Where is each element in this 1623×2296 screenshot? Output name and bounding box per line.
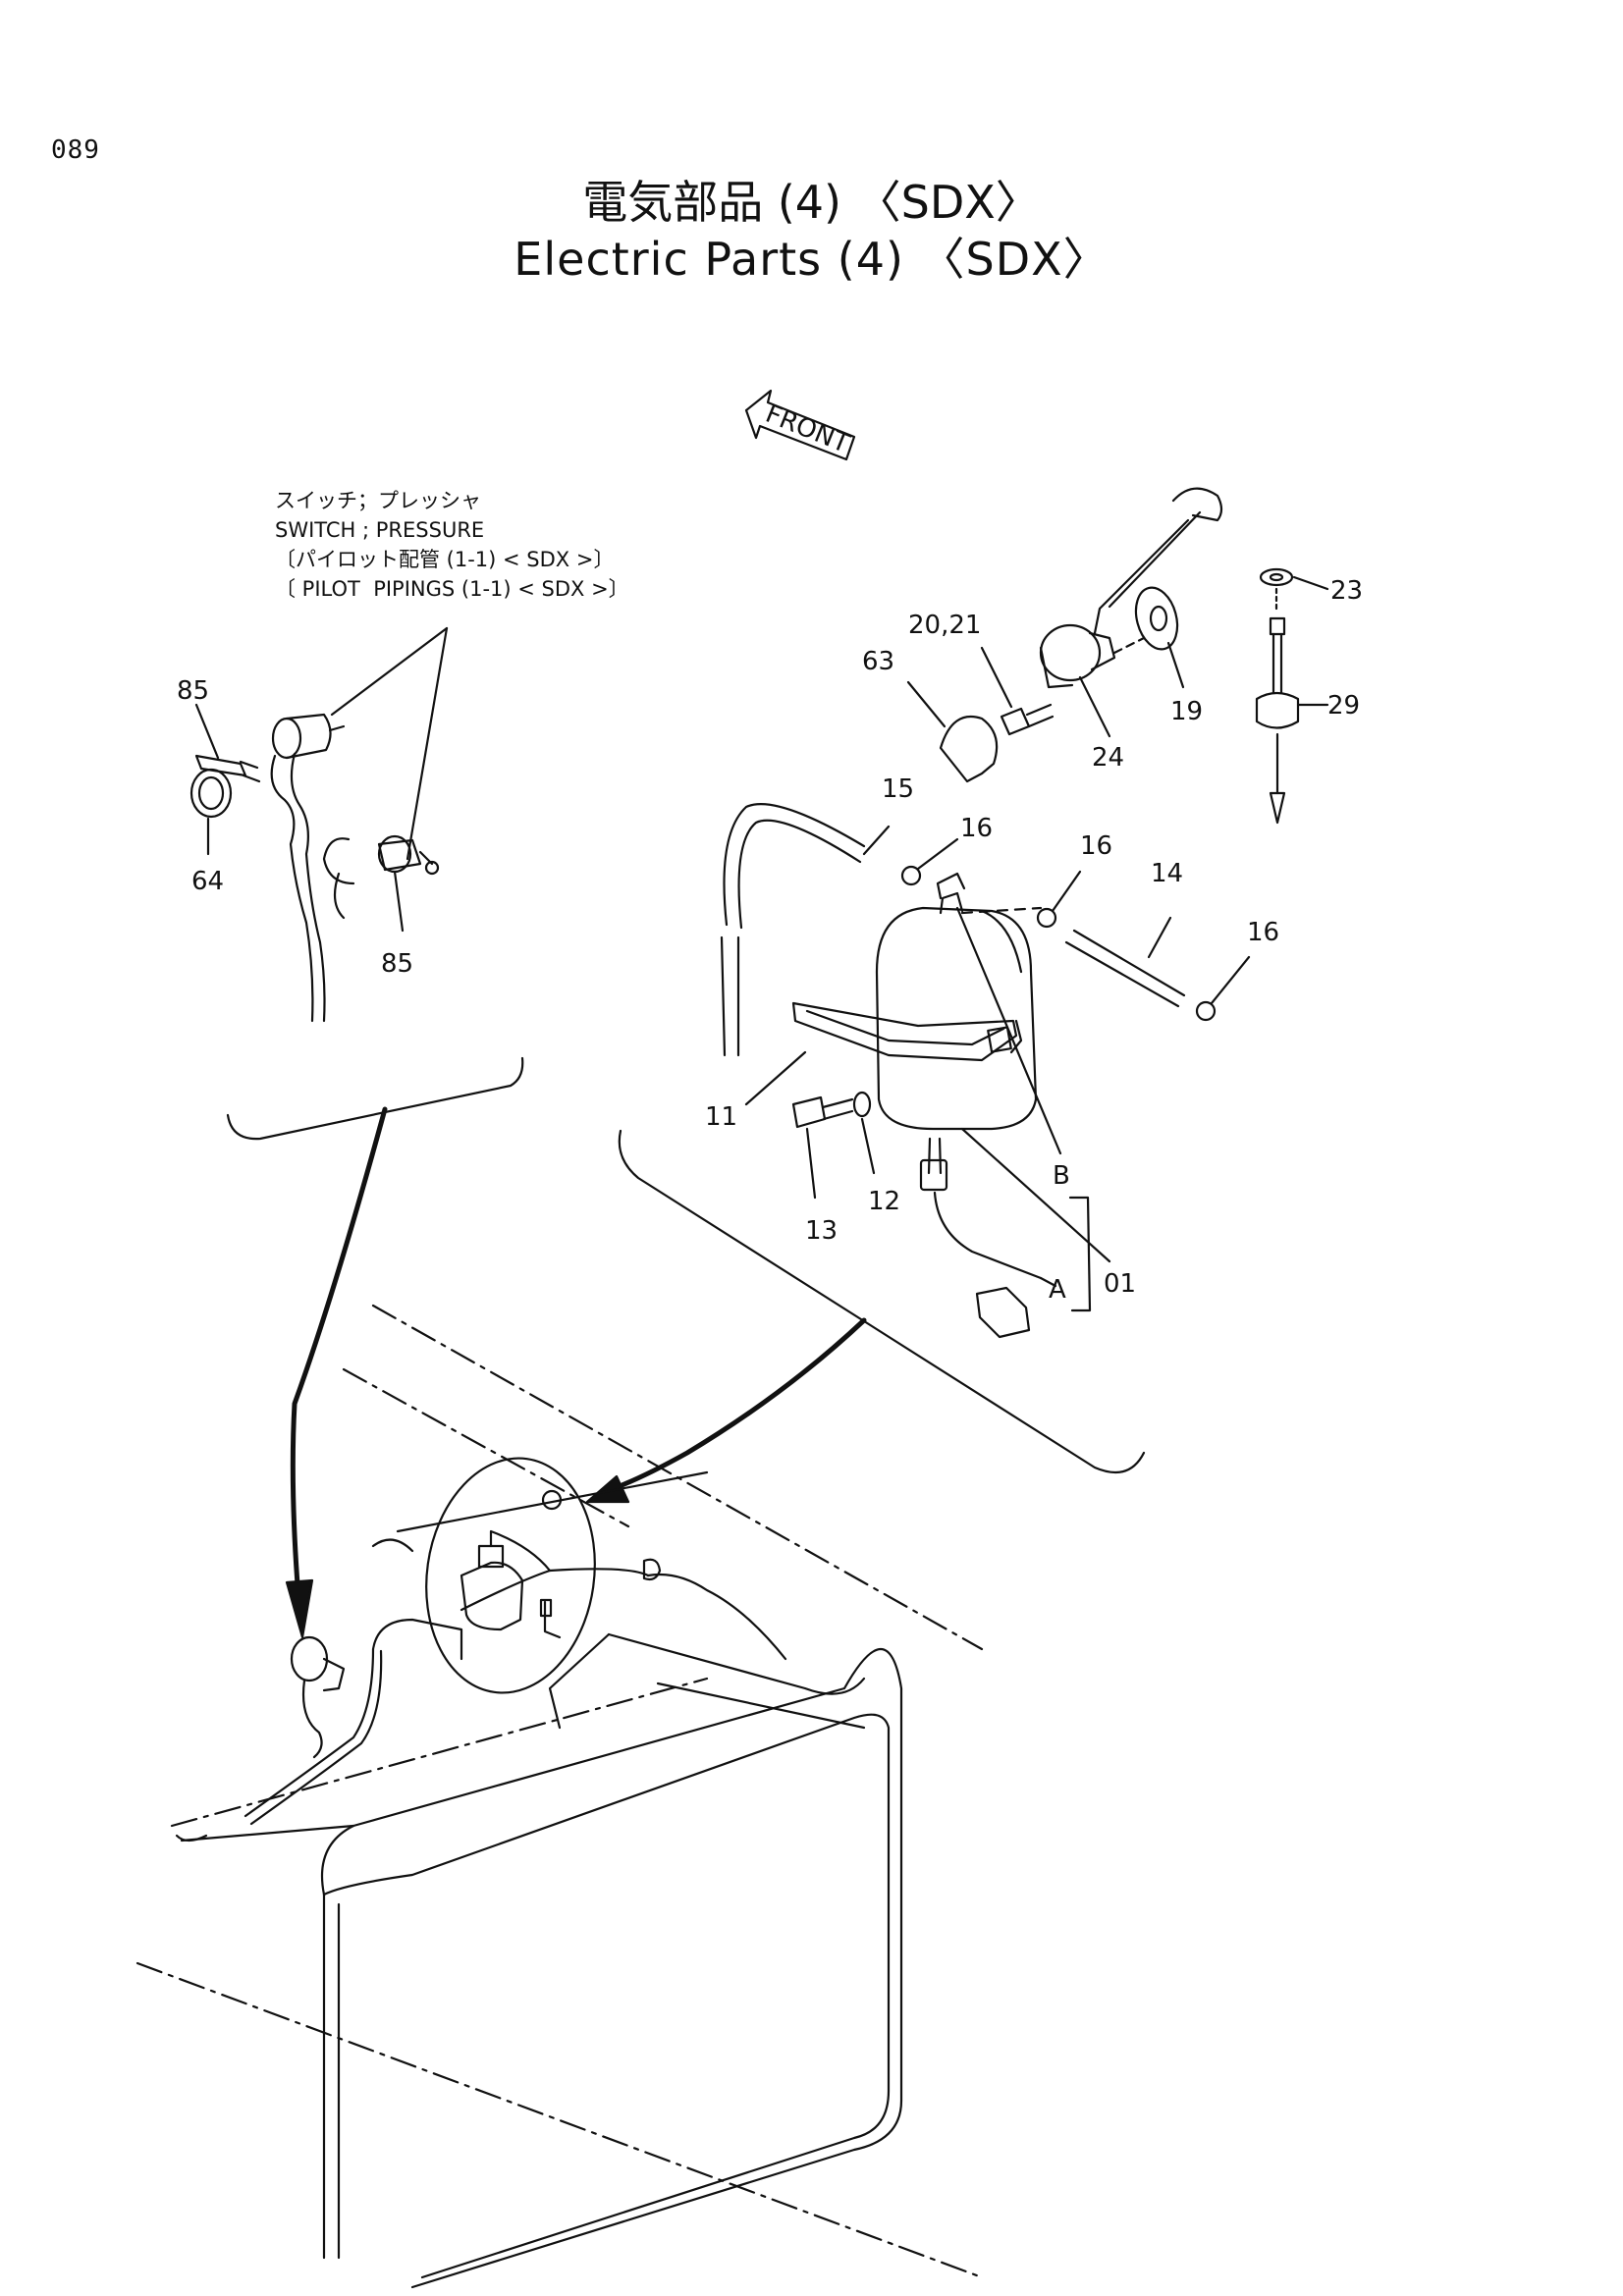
machine-body [135, 1304, 984, 2289]
label-14: 14 [1151, 859, 1183, 888]
label-23: 23 [1330, 576, 1363, 606]
label-A: A [1049, 1275, 1066, 1305]
cap-icon [906, 680, 999, 783]
label-20-21: 20,21 [908, 611, 981, 640]
detail-circle [425, 1457, 662, 1694]
left-pointer-arrow [290, 1106, 388, 1613]
label-85-top: 85 [177, 676, 209, 706]
reservoir-tank-group [744, 872, 1111, 1339]
left-arrowhead [285, 1578, 314, 1639]
label-01: 01 [1104, 1269, 1136, 1299]
page-title-english: Electric Parts (4) 〈SDX〉 [514, 233, 1109, 286]
callout-ref-en: 〔 PILOT PIPINGS (1-1) < SDX >〕 [275, 577, 629, 601]
label-B: B [1053, 1161, 1070, 1191]
label-29: 29 [1327, 691, 1360, 721]
screw-icon [980, 646, 1055, 736]
label-11: 11 [705, 1102, 737, 1132]
label-12: 12 [868, 1187, 900, 1216]
label-64: 64 [191, 867, 224, 896]
callout-line-jp: スイッチ；プレッシャ [275, 489, 481, 512]
label-13: 13 [805, 1216, 838, 1246]
label-16-b: 16 [1080, 831, 1112, 861]
right-callout-bracket [618, 1129, 1146, 1474]
label-63: 63 [862, 647, 894, 676]
callout-line-en: SWITCH ; PRESSURE [275, 518, 485, 542]
page-number: 089 [51, 135, 100, 165]
front-arrow-icon: FRONT [744, 389, 856, 461]
hose-clamp-icon [189, 754, 261, 819]
label-19: 19 [1170, 697, 1203, 726]
label-16-c: 16 [1247, 918, 1279, 947]
label-16-a: 16 [960, 814, 993, 843]
probe-sensor-icon [1255, 567, 1329, 825]
clamp-icon [900, 837, 1251, 1022]
label-24: 24 [1092, 743, 1124, 773]
hose-icon [720, 803, 891, 1057]
level-sensor-icon [1039, 487, 1223, 738]
pressure-switch-group [189, 626, 449, 1023]
label-15: 15 [882, 774, 914, 804]
front-arrow-label: FRONT [761, 400, 853, 459]
callout-ref-jp: 〔パイロット配管 (1-1) < SDX >〕 [275, 548, 615, 571]
pressure-switch-icon [271, 713, 346, 760]
label-85-bottom: 85 [381, 949, 413, 979]
pressure-switch-callout: スイッチ；プレッシャ SWITCH ; PRESSURE 〔パイロット配管 (1-1… [275, 486, 629, 604]
page-title-japanese: 電気部品 (4) 〈SDX〉 [582, 176, 1041, 229]
left-callout-bracket [226, 1056, 524, 1141]
right-pointer-arrow [601, 1317, 867, 1495]
tube-icon [960, 906, 1186, 1008]
